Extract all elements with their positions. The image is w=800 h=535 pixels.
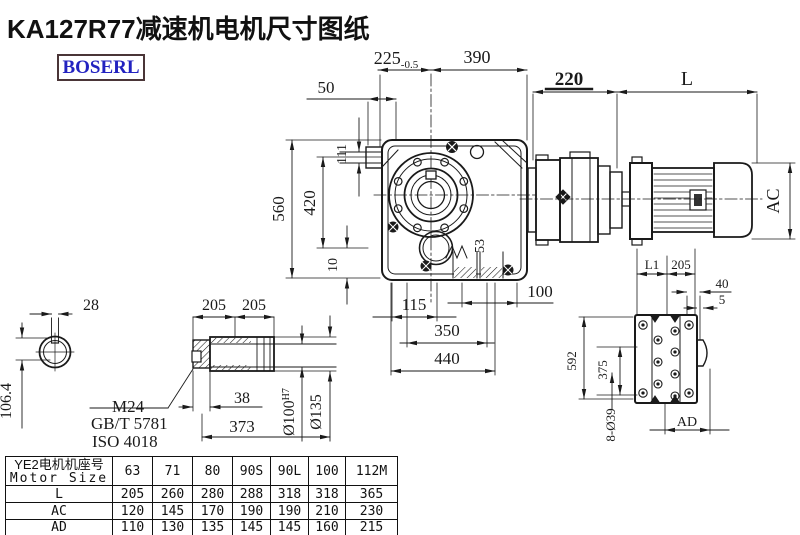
- dim-L1: L1: [645, 257, 659, 272]
- dimension-lines: [15, 67, 796, 442]
- brand-logo: BOSERL: [57, 54, 145, 81]
- dim-5: 5: [719, 292, 726, 307]
- dim-AC: AC: [763, 188, 783, 213]
- dim-40: 40: [716, 276, 729, 291]
- dim-111: 111: [335, 144, 350, 164]
- row-label: AC: [5, 502, 113, 520]
- cell: 318: [270, 485, 309, 503]
- dim-390: 390: [464, 47, 491, 67]
- table-row-L: L 205 260 280 288 318 318 365: [5, 485, 398, 503]
- frame-size: 71: [152, 456, 193, 486]
- frame-size: 112M: [345, 456, 398, 486]
- dim-350: 350: [434, 321, 460, 340]
- row-label: AD: [5, 519, 113, 535]
- dim-205b: 205: [242, 297, 266, 314]
- cell: 215: [345, 519, 398, 535]
- dim-dia135: Ø135: [308, 394, 325, 430]
- cell: 135: [192, 519, 233, 535]
- table-header-label: YE2电机机座号 Motor Size: [5, 456, 113, 486]
- dim-420: 420: [300, 190, 319, 216]
- row-label: L: [5, 485, 113, 503]
- flange-rear-view: [634, 314, 708, 404]
- dim-L: L: [681, 68, 693, 90]
- thread-spec-iso: ISO 4018: [92, 432, 158, 451]
- frame-size: 80: [192, 456, 233, 486]
- dim-106.4: 106.4: [0, 383, 15, 419]
- dim-205c: 205: [671, 257, 691, 272]
- table-row-AD: AD 110 130 135 145 145 160 215: [5, 519, 398, 535]
- cell: 145: [232, 519, 271, 535]
- frame-size: 90L: [270, 456, 309, 486]
- cell: 280: [192, 485, 233, 503]
- table-header-cn: YE2电机机座号: [14, 457, 104, 472]
- dim-225: 225-0.5: [374, 48, 419, 71]
- frame-size: 90S: [232, 456, 271, 486]
- thread-spec-m24: M24: [112, 397, 145, 416]
- cell: 365: [345, 485, 398, 503]
- corner-bolts: [387, 221, 514, 276]
- dim-8-dia39: 8-Ø39: [603, 408, 618, 441]
- cell: 160: [308, 519, 346, 535]
- dim-AD: AD: [677, 415, 697, 430]
- shaft-section-view: [35, 317, 75, 372]
- dim-dia100: Ø100H7: [281, 388, 298, 436]
- table-header-row: YE2电机机座号 Motor Size 63 71 80 90S 90L 100…: [5, 456, 398, 486]
- motor-side-view: [519, 151, 763, 246]
- gearbox-front-view: [339, 73, 536, 303]
- cell: 288: [232, 485, 271, 503]
- dim-50: 50: [318, 78, 335, 97]
- table-header-en: Motor Size: [9, 471, 109, 486]
- dim-100: 100: [527, 282, 553, 301]
- cell: 110: [112, 519, 153, 535]
- dimension-labels: 225-0.5 390 220 L 50 560 420 111 10 53 1…: [0, 47, 783, 451]
- cell: 210: [308, 502, 346, 520]
- cell: 145: [152, 502, 193, 520]
- cell: 318: [308, 485, 346, 503]
- dim-373: 373: [229, 417, 255, 436]
- dim-560: 560: [269, 196, 288, 222]
- thread-spec-gbt: GB/T 5781: [91, 414, 168, 433]
- cell: 145: [270, 519, 309, 535]
- frame-size: 100: [308, 456, 346, 486]
- motor-size-table: YE2电机机座号 Motor Size 63 71 80 90S 90L 100…: [5, 456, 398, 535]
- bushing-side-view: [191, 336, 337, 372]
- cell: 170: [192, 502, 233, 520]
- cell: 205: [112, 485, 153, 503]
- dim-220: 220: [555, 69, 584, 90]
- brand-logo-text: BOSERL: [62, 56, 140, 78]
- dim-440: 440: [434, 349, 460, 368]
- table-row-AC: AC 120 145 170 190 190 210 230: [5, 502, 398, 520]
- dim-38: 38: [234, 390, 250, 407]
- dim-375: 375: [595, 360, 610, 380]
- cell: 260: [152, 485, 193, 503]
- cell: 190: [232, 502, 271, 520]
- dim-28: 28: [83, 297, 99, 314]
- page-title: KA127R77减速机电机尺寸图纸: [7, 14, 370, 44]
- dim-592: 592: [564, 351, 579, 371]
- dim-53: 53: [473, 239, 488, 253]
- dim-10: 10: [326, 258, 341, 272]
- cell: 120: [112, 502, 153, 520]
- frame-size: 63: [112, 456, 153, 486]
- cell: 190: [270, 502, 309, 520]
- cell: 230: [345, 502, 398, 520]
- dim-205a: 205: [202, 297, 226, 314]
- dim-115: 115: [402, 295, 427, 314]
- cell: 130: [152, 519, 193, 535]
